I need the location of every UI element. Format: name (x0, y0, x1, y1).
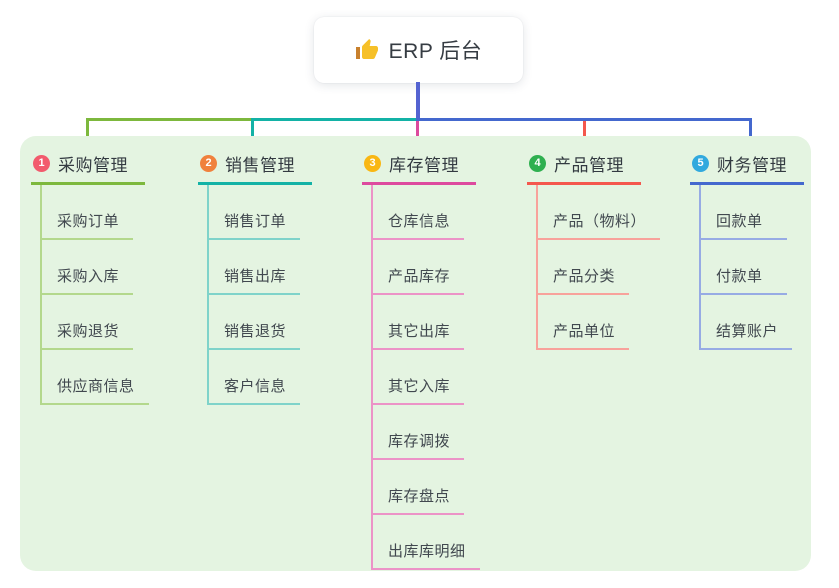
leaf-node-label: 采购订单 (57, 213, 120, 230)
branch-label: 库存管理 (389, 156, 459, 175)
branch-vertical-line (699, 185, 701, 350)
branch-header-node[interactable]: 4 产品管理 (527, 148, 641, 185)
root-node-label: ERP 后台 (388, 40, 483, 63)
branch-number-badge: 1 (33, 155, 50, 172)
leaf-node-label: 仓库信息 (388, 213, 451, 230)
leaf-node[interactable]: 付款单 (699, 240, 787, 295)
branch-label: 销售管理 (225, 156, 295, 175)
branch-items: 回款单付款单结算账户 (690, 185, 804, 350)
leaf-node[interactable]: 销售订单 (207, 185, 301, 240)
leaf-node-label: 付款单 (716, 268, 763, 285)
branch-header-node[interactable]: 3 库存管理 (362, 148, 476, 185)
connector-drop-branch-5 (749, 118, 752, 145)
leaf-node-label: 回款单 (716, 213, 763, 230)
branch-number-badge: 2 (200, 155, 217, 172)
connector-drop-branch-3 (416, 121, 419, 145)
branch-label: 产品管理 (554, 156, 624, 175)
branch-5: 5 财务管理回款单付款单结算账户 (690, 148, 804, 350)
leaf-node[interactable]: 库存调拨 (371, 405, 465, 460)
connector-root-line (416, 82, 420, 119)
branch-items: 仓库信息产品库存其它出库其它入库库存调拨库存盘点出库库明细 (362, 185, 480, 570)
leaf-node[interactable]: 采购退货 (40, 295, 134, 350)
leaf-node[interactable]: 采购订单 (40, 185, 134, 240)
connector-bus-left (86, 118, 254, 121)
leaf-node-label: 库存调拨 (388, 433, 451, 450)
connector-bus-middle (252, 118, 417, 121)
branch-3: 3 库存管理仓库信息产品库存其它出库其它入库库存调拨库存盘点出库库明细 (362, 148, 480, 570)
branch-header-node[interactable]: 2 销售管理 (198, 148, 312, 185)
leaf-node-label: 销售订单 (224, 213, 287, 230)
branch-vertical-line (40, 185, 42, 405)
leaf-node[interactable]: 产品库存 (371, 240, 465, 295)
leaf-node-label: 销售出库 (224, 268, 287, 285)
leaf-node-label: 客户信息 (224, 378, 287, 395)
branches-panel (20, 136, 811, 571)
leaf-node[interactable]: 回款单 (699, 185, 787, 240)
leaf-node[interactable]: 产品分类 (536, 240, 630, 295)
branch-4: 4 产品管理产品（物料） 产品分类产品单位 (527, 148, 661, 350)
branch-vertical-line (536, 185, 538, 350)
leaf-node-label: 产品（物料） (553, 213, 647, 230)
connector-bus-right (416, 118, 752, 121)
branch-vertical-line (371, 185, 373, 570)
leaf-node-label: 产品单位 (553, 323, 616, 340)
leaf-node-label: 其它出库 (388, 323, 451, 340)
leaf-node[interactable]: 销售出库 (207, 240, 301, 295)
leaf-node[interactable]: 结算账户 (699, 295, 793, 350)
leaf-node-label: 供应商信息 (57, 378, 135, 395)
leaf-node[interactable]: 其它入库 (371, 350, 465, 405)
leaf-node[interactable]: 出库库明细 (371, 515, 480, 570)
branch-1: 1 采购管理采购订单采购入库采购退货供应商信息 (31, 148, 149, 405)
thumbs-up-icon (355, 39, 378, 59)
leaf-node[interactable]: 供应商信息 (40, 350, 149, 405)
leaf-node[interactable]: 其它出库 (371, 295, 465, 350)
leaf-node[interactable]: 产品（物料） (536, 185, 661, 240)
root-node[interactable]: ERP 后台 (314, 17, 523, 83)
branch-number-badge: 5 (692, 155, 709, 172)
branch-label: 采购管理 (58, 156, 128, 175)
leaf-node-label: 采购入库 (57, 268, 120, 285)
branch-header-node[interactable]: 5 财务管理 (690, 148, 804, 185)
branch-items: 产品（物料） 产品分类产品单位 (527, 185, 661, 350)
connector-drop-branch-1 (86, 118, 89, 145)
branch-items: 销售订单销售出库销售退货客户信息 (198, 185, 312, 405)
branch-items: 采购订单采购入库采购退货供应商信息 (31, 185, 149, 405)
leaf-node[interactable]: 库存盘点 (371, 460, 465, 515)
leaf-node[interactable]: 销售退货 (207, 295, 301, 350)
branch-2: 2 销售管理销售订单销售出库销售退货客户信息 (198, 148, 312, 405)
connector-drop-branch-2 (251, 118, 254, 145)
branch-number-badge: 4 (529, 155, 546, 172)
leaf-node-label: 结算账户 (716, 323, 779, 340)
leaf-node-label: 其它入库 (388, 378, 451, 395)
branch-label: 财务管理 (717, 156, 787, 175)
connector-drop-branch-4 (583, 121, 586, 145)
leaf-node-label: 采购退货 (57, 323, 120, 340)
leaf-node-label: 销售退货 (224, 323, 287, 340)
leaf-node[interactable]: 客户信息 (207, 350, 301, 405)
leaf-node-label: 产品库存 (388, 268, 451, 285)
leaf-node[interactable]: 仓库信息 (371, 185, 465, 240)
leaf-node-label: 产品分类 (553, 268, 616, 285)
leaf-node[interactable]: 产品单位 (536, 295, 630, 350)
branch-number-badge: 3 (364, 155, 381, 172)
leaf-node[interactable]: 采购入库 (40, 240, 134, 295)
branch-header-node[interactable]: 1 采购管理 (31, 148, 145, 185)
leaf-node-label: 库存盘点 (388, 488, 451, 505)
leaf-node-label: 出库库明细 (388, 543, 466, 560)
branch-vertical-line (207, 185, 209, 405)
